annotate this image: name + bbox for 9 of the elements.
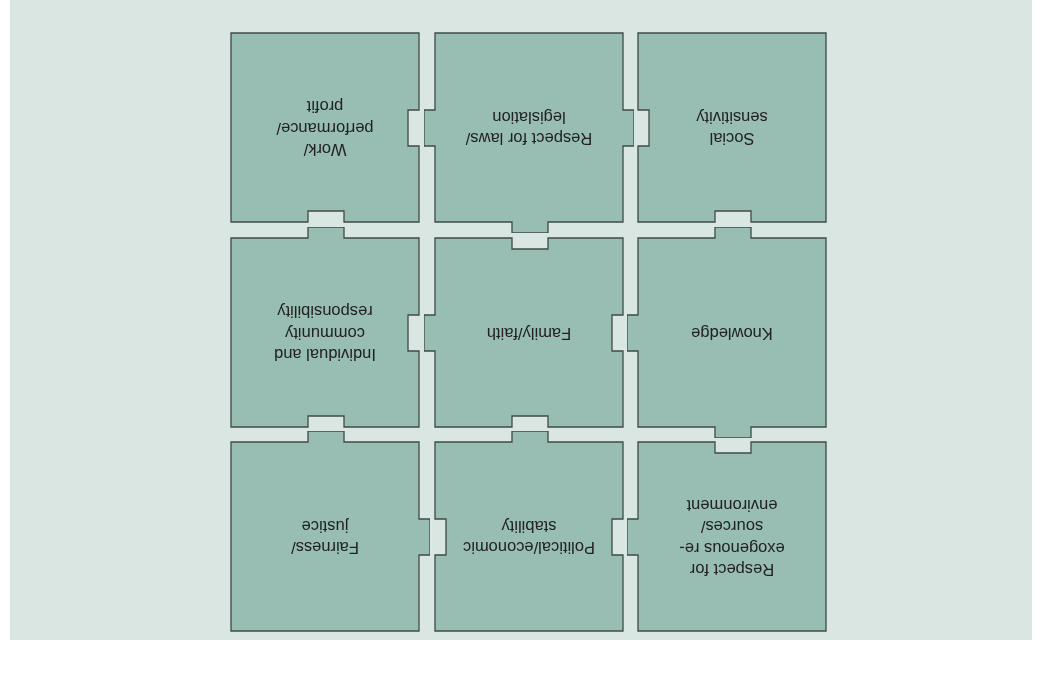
piece-label: Family/faith [485,323,573,344]
piece-label: Respect for laws/ legislation [464,107,594,149]
piece-label: Fairness/ justice [290,516,360,558]
piece-label: Individual and community responsibility [273,301,377,365]
piece-label: Social sensitivity [695,107,769,149]
piece-label: Work/ performance/ profit [275,96,375,160]
piece-label: Respect for exogenous re-sources/ environment [678,495,786,580]
piece-label: Political/economic stability [461,516,597,558]
piece-label: Knowledge [690,323,774,344]
